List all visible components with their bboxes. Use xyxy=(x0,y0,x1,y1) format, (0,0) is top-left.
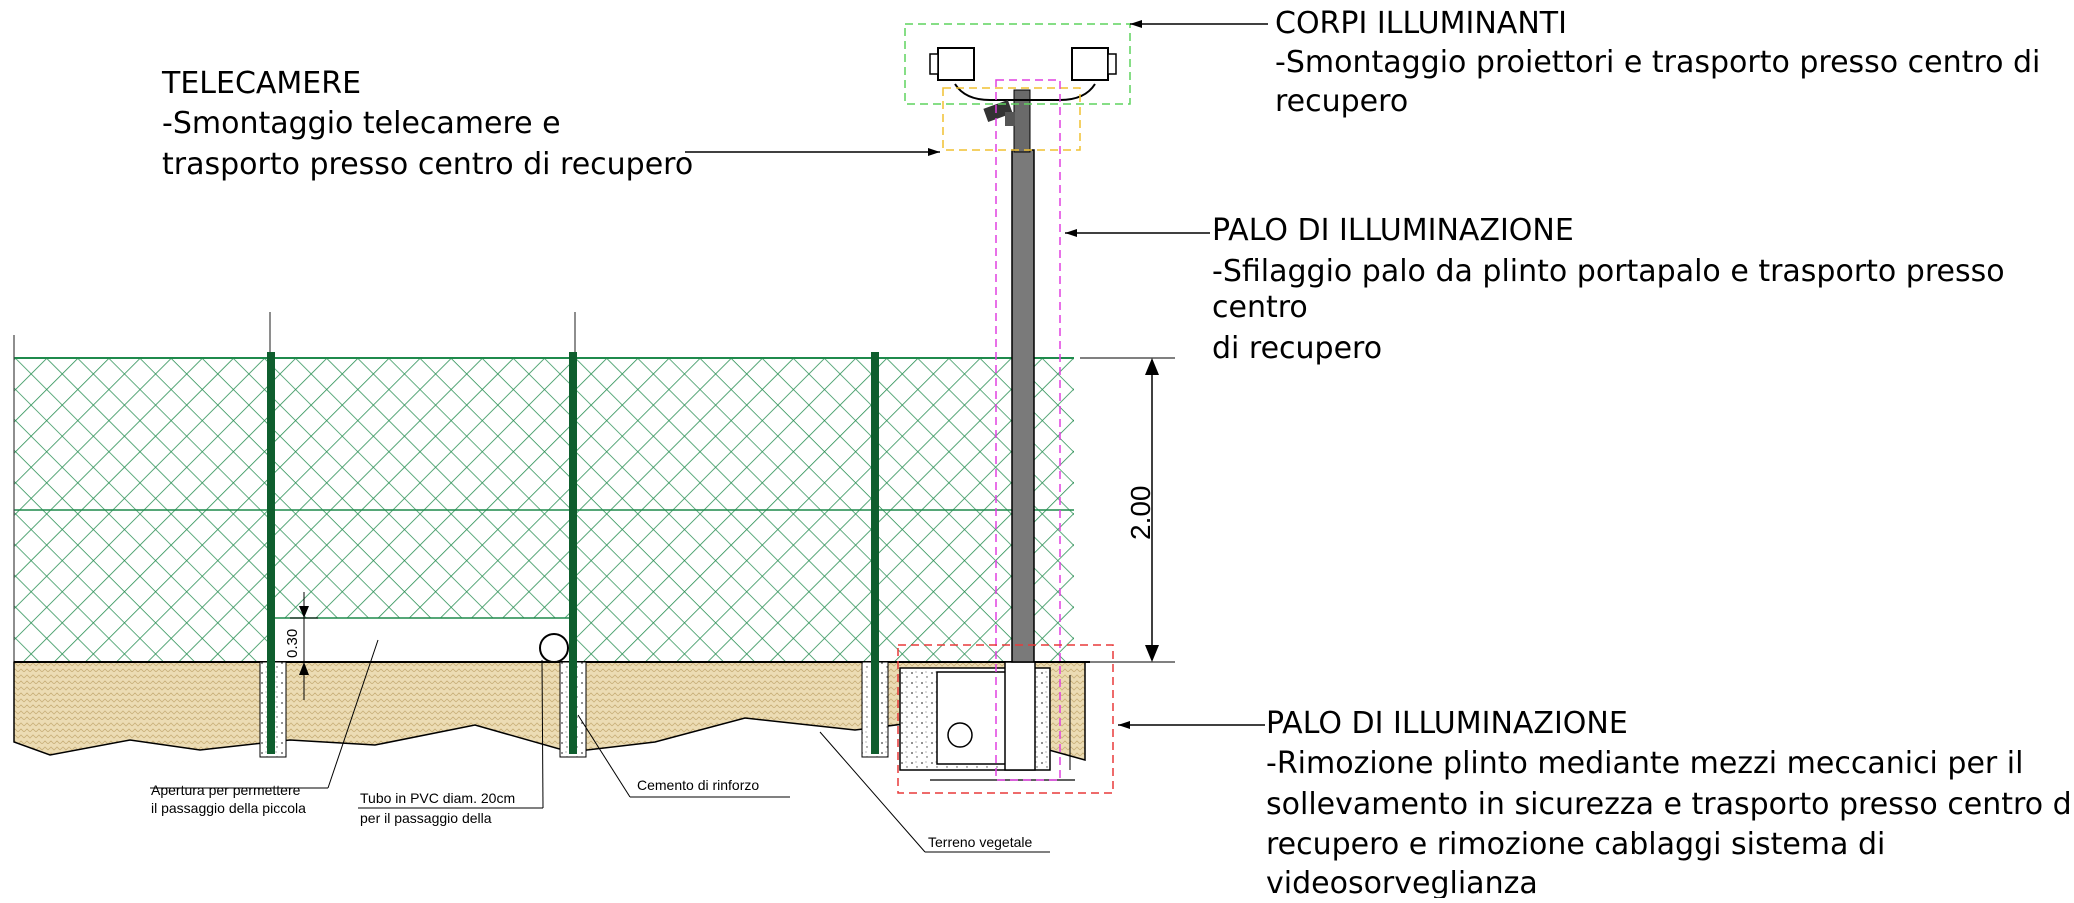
palo-top-title: PALO DI ILLUMINAZIONE xyxy=(1212,213,1574,248)
telecamere-title: TELECAMERE xyxy=(161,66,361,101)
lamp-box xyxy=(904,23,1131,105)
lighting-pole xyxy=(1011,149,1035,663)
pole-plinth xyxy=(899,661,1075,781)
palo-bottom-line1: -Rimozione plinto mediante mezzi meccani… xyxy=(1266,746,2023,781)
dimension-label-fence-height: 2.00 xyxy=(1125,486,1156,541)
palo-bottom-line3: recupero e rimozione cablaggi sistema di xyxy=(1266,827,1885,862)
leader-apertura xyxy=(327,639,379,789)
palo-top-line3: di recupero xyxy=(1212,331,1382,366)
telecamere-line1: -Smontaggio telecamere e xyxy=(162,106,561,141)
dimension-fence-height xyxy=(1080,357,1175,663)
camera-box xyxy=(942,87,1081,151)
apertura-line2: il passaggio della piccola xyxy=(151,800,306,816)
dimension-label-opening-height: 0.30 xyxy=(284,629,301,658)
fence-post-2 xyxy=(559,352,587,758)
palo-bottom-line2: sollevamento in sicurezza e trasporto pr… xyxy=(1266,787,2074,822)
bottom-opening xyxy=(270,618,575,662)
tubo-line1: Tubo in PVC diam. 20cm xyxy=(360,790,515,806)
telecamere-line2: trasporto presso centro di recupero xyxy=(162,147,693,182)
leader-terreno xyxy=(819,731,926,853)
palo-bottom-line4: videosorveglianza xyxy=(1266,866,1538,898)
terreno-label: Terreno vegetale xyxy=(928,834,1033,850)
pole-box xyxy=(995,79,1061,781)
corpi-line2: recupero xyxy=(1275,84,1408,119)
pvc-tube xyxy=(539,633,569,663)
palo-top-line1: -Sfilaggio palo da plinto portapalo e tr… xyxy=(1212,254,2005,289)
corpi-line1: -Smontaggio proiettori e trasporto press… xyxy=(1275,45,2040,80)
camera xyxy=(983,99,1015,126)
palo-bottom-title: PALO DI ILLUMINAZIONE xyxy=(1266,706,1628,741)
palo-top-line2: centro xyxy=(1212,290,1308,325)
corpi-title: CORPI ILLUMINANTI xyxy=(1275,6,1567,41)
leader-cemento xyxy=(577,714,631,798)
fence-post-3 xyxy=(861,352,889,758)
apertura-line1: Apertura per permettere xyxy=(151,782,301,798)
leader-tubo xyxy=(541,659,544,809)
tubo-line2: per il passaggio della xyxy=(360,810,492,826)
floodlights xyxy=(929,47,1117,101)
cemento-label: Cemento di rinforzo xyxy=(637,777,759,793)
dimension-opening-height xyxy=(290,592,318,700)
fence-post-1 xyxy=(259,352,287,758)
plinth-box xyxy=(897,644,1114,794)
